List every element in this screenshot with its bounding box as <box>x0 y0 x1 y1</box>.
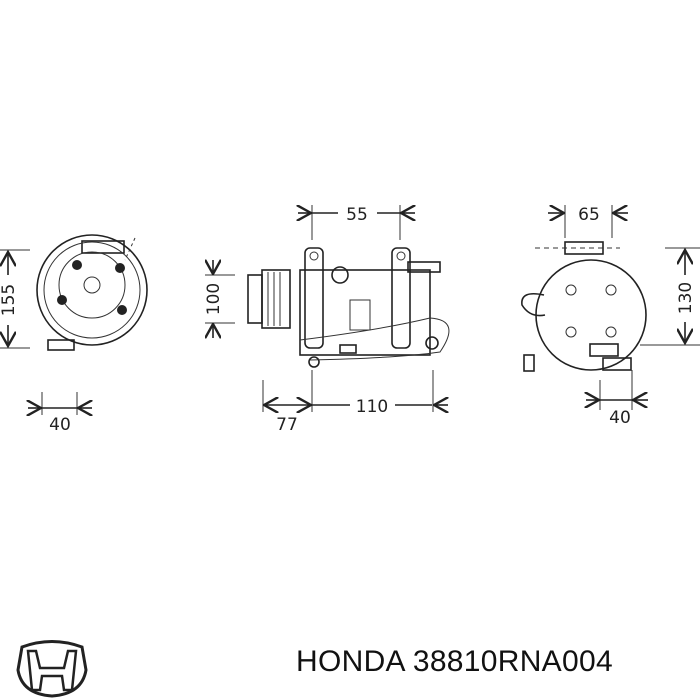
rear-view: 65 130 40 <box>521 205 700 428</box>
honda-logo <box>16 640 88 698</box>
dim-side-top: 55 <box>346 205 368 225</box>
dim-side-height: 100 <box>204 283 224 315</box>
brand-name: HONDA <box>296 645 405 678</box>
dim-rear-top: 65 <box>578 205 600 225</box>
side-view: 55 100 77 110 <box>204 205 450 435</box>
front-view: 155 40 <box>0 234 148 435</box>
dim-rear-offset: 40 <box>609 408 631 428</box>
dim-side-pulley: 77 <box>276 415 298 435</box>
dim-rear-height: 130 <box>676 282 696 314</box>
part-number: 38810RNA004 <box>412 645 613 678</box>
dim-front-offset: 40 <box>49 415 71 435</box>
product-caption: HONDA 38810RNA004 <box>296 645 613 679</box>
dim-front-height: 155 <box>0 284 19 316</box>
dim-side-length: 110 <box>356 397 388 417</box>
